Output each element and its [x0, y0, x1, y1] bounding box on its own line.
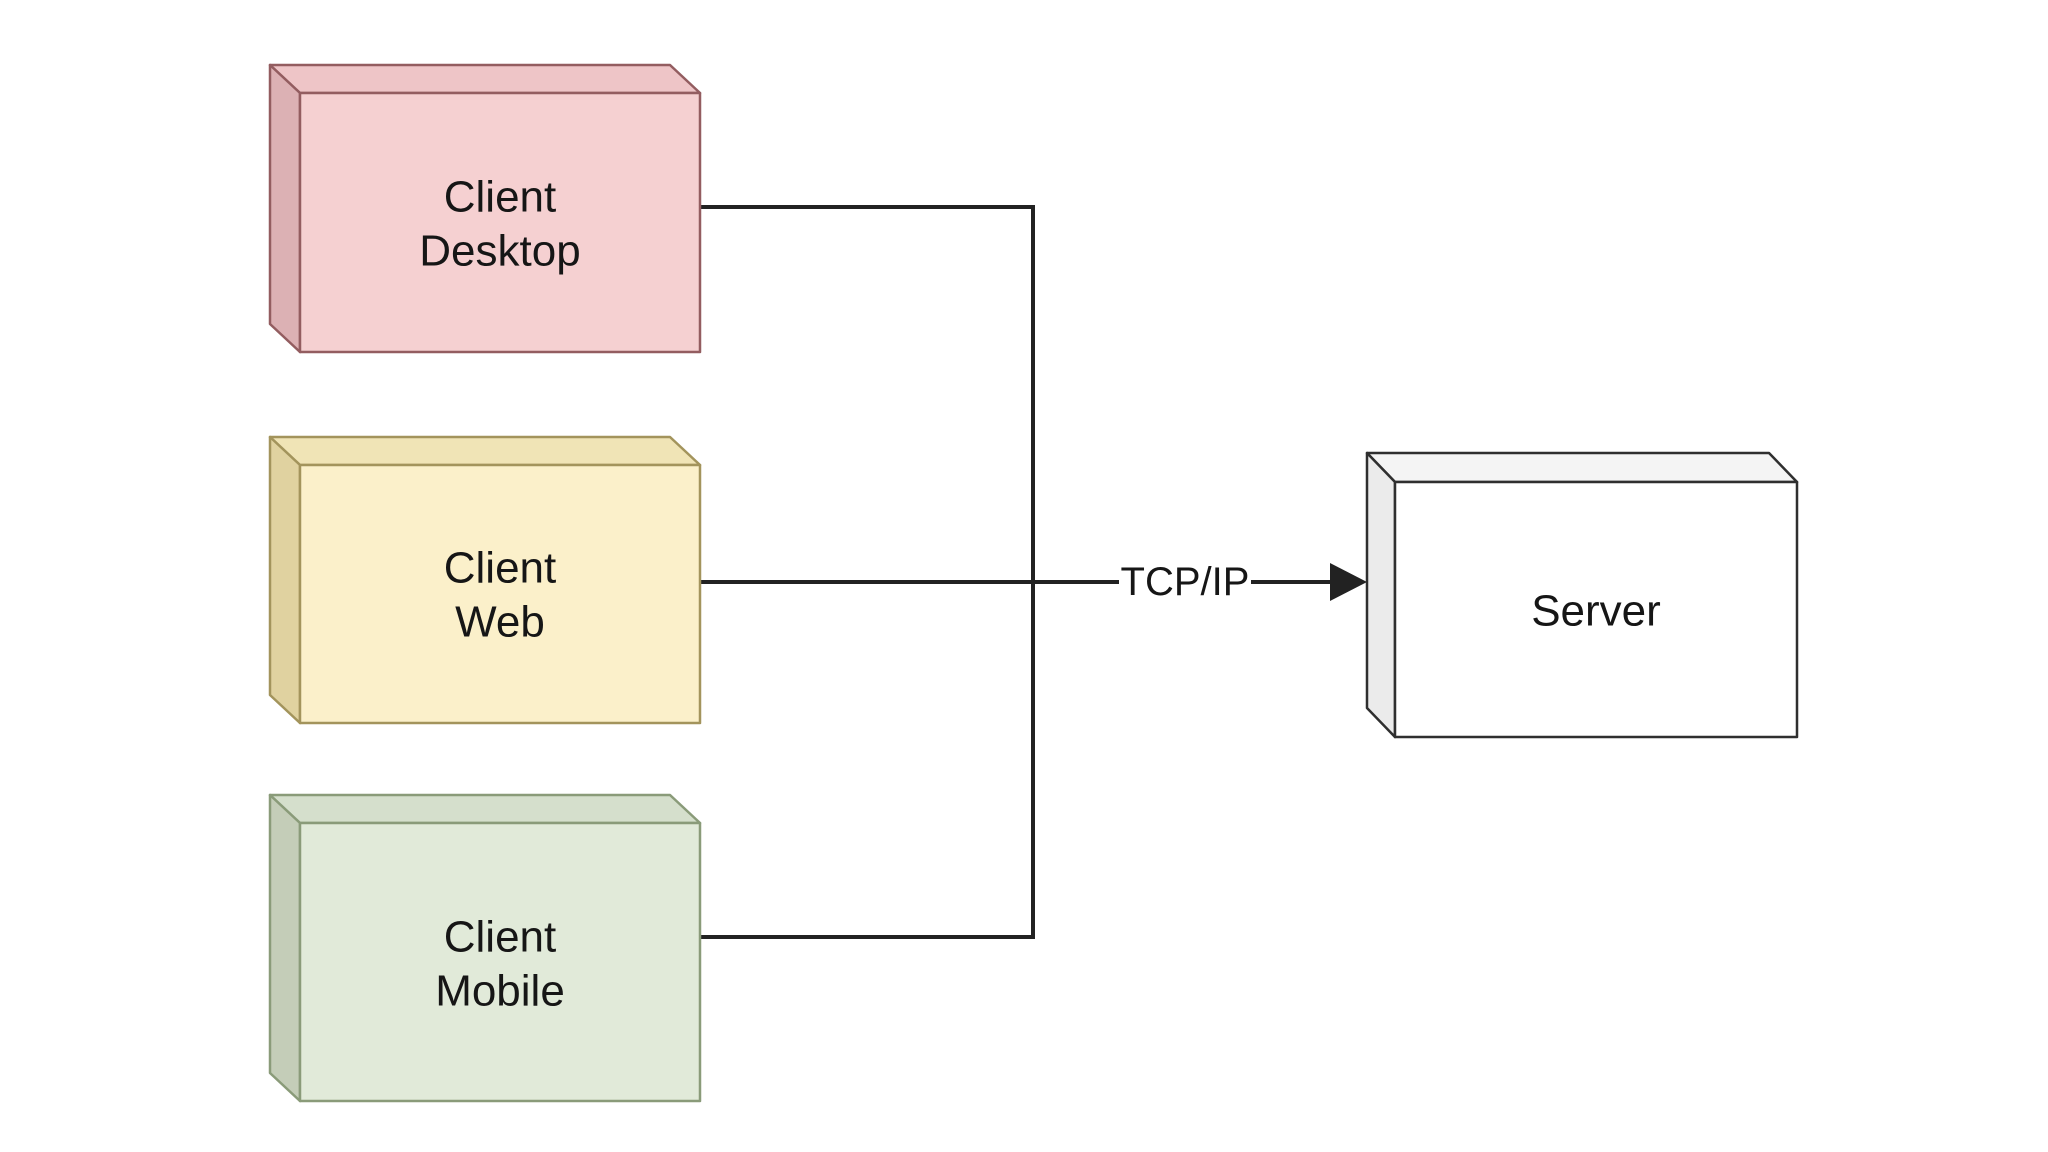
client-desktop-top-face — [268, 63, 702, 95]
client-web-label-line1: Client — [444, 544, 557, 593]
edge-label-text: TCP/IP — [1121, 560, 1250, 604]
server-side-face — [1365, 451, 1397, 739]
client-web-label-line2: Web — [455, 598, 545, 647]
client-mobile-top-face — [268, 793, 702, 825]
client-desktop-label-line1: Client — [444, 173, 557, 222]
arrowhead-icon — [1330, 563, 1367, 601]
client-mobile-label-line1: Client — [444, 913, 557, 962]
client-web-top-face — [268, 435, 702, 467]
client-desktop-label-line2: Desktop — [419, 227, 580, 276]
client-web-front-face — [298, 463, 702, 725]
client-web-side-face — [268, 435, 302, 725]
server-front-face — [1393, 480, 1799, 739]
client-mobile-label-line2: Mobile — [435, 967, 565, 1016]
edge-label-background — [1119, 560, 1251, 602]
client-desktop-front-face — [298, 91, 702, 354]
server-top-face — [1365, 451, 1799, 484]
node-server: Server — [1365, 451, 1799, 739]
node-client-web: Client Web — [268, 435, 702, 725]
client-mobile-front-face — [298, 821, 702, 1103]
node-client-mobile: Client Mobile — [268, 793, 702, 1103]
edge-clients-to-bus — [698, 205, 1367, 939]
edge-label-tcpip: TCP/IP — [1119, 560, 1251, 604]
server-label: Server — [1531, 587, 1661, 636]
client-desktop-side-face — [268, 63, 302, 354]
client-mobile-side-face — [268, 793, 302, 1103]
edge-bus-line — [698, 205, 1035, 939]
node-client-desktop: Client Desktop — [268, 63, 702, 354]
